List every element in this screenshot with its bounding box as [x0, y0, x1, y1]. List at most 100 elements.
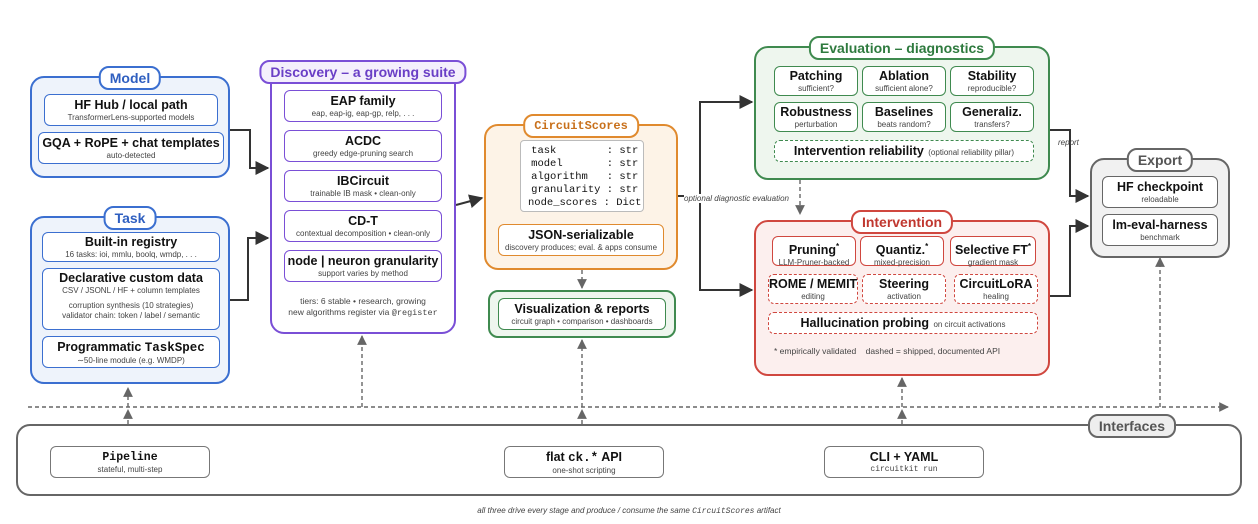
json-serializable-sub: discovery produces; eval. & apps consume — [504, 243, 658, 252]
quantization-box[interactable]: Quantiz.* mixed-precision — [860, 236, 944, 268]
task-title: Task — [103, 206, 157, 230]
intervention-reliability-sub: (optional reliability pillar) — [928, 148, 1015, 157]
cli-yaml-label: CLI + YAML — [869, 450, 939, 464]
pruning-sub: LLM-Pruner-backed — [778, 258, 850, 268]
robustness-box[interactable]: Robustness perturbation — [774, 102, 858, 132]
pipeline-label: Pipeline — [102, 451, 158, 464]
taskspec-label-code: TaskSpec — [144, 341, 205, 355]
circuitscores-title: CircuitScores — [523, 114, 639, 138]
granularity-sub: support varies by method — [318, 269, 408, 278]
custom-data-sub3: validator chain: token / label / semanti… — [62, 311, 200, 320]
stability-box[interactable]: Stability reproducible? — [950, 66, 1034, 96]
model-features-box[interactable]: GQA + RoPE + chat templates auto-detecte… — [38, 132, 224, 164]
taskspec-sub: ∼50-line module (e.g. WMDP) — [77, 356, 185, 365]
circuitlora-box[interactable]: CircuitLoRA healing — [954, 274, 1038, 304]
intervention-reliability-box[interactable]: Intervention reliability (optional relia… — [774, 140, 1034, 162]
cli-yaml-box[interactable]: CLI + YAML circuitkit run — [824, 446, 984, 478]
intervention-title: Intervention — [850, 210, 954, 234]
baselines-sub: beats random? — [877, 120, 931, 129]
footer-prefix: all three drive every stage and produce … — [477, 506, 693, 515]
patching-sub: sufficient? — [798, 84, 834, 93]
quantization-label: Quantiz.* — [861, 239, 943, 258]
selective-ft-sub: gradient mask — [967, 258, 1019, 268]
flat-api-suffix: API — [598, 450, 623, 464]
patching-label: Patching — [789, 69, 843, 83]
ablation-box[interactable]: Ablation sufficient alone? — [862, 66, 946, 96]
circuitscores-panel: CircuitScores task : str model : str alg… — [484, 114, 678, 270]
taskspec-box[interactable]: Programmatic TaskSpec ∼50-line module (e… — [42, 336, 220, 368]
arrow-evaluation-to-export — [1050, 129, 1090, 203]
optional-eval-label: optional diagnostic evaluation — [684, 194, 789, 203]
evaluation-panel: Evaluation – diagnostics Patching suffic… — [754, 36, 1050, 180]
circuitlora-sub: healing — [983, 292, 1009, 301]
cdt-sub: contextual decomposition • clean-only — [296, 229, 430, 238]
ibcircuit-sub: trainable IB mask • clean-only — [310, 189, 416, 198]
discovery-title: Discovery – a growing suite — [259, 60, 467, 84]
flat-api-label: flat ck.* API — [505, 450, 663, 466]
quantization-sub: mixed-precision — [873, 258, 931, 268]
arrow-intervention-to-export — [1050, 219, 1090, 297]
acdc-sub: greedy edge-pruning search — [312, 149, 414, 158]
generalization-box[interactable]: Generaliz. transfers? — [950, 102, 1034, 132]
lm-eval-harness-sub: benchmark — [1140, 233, 1180, 242]
visualization-panel[interactable]: Visualization & reports circuit graph • … — [488, 290, 676, 338]
lm-eval-harness-box[interactable]: lm-eval-harness benchmark — [1102, 214, 1218, 246]
steering-box[interactable]: Steering activation — [862, 274, 946, 304]
builtin-registry-box[interactable]: Built-in registry 16 tasks: ioi, mmlu, b… — [42, 232, 220, 262]
ablation-sub: sufficient alone? — [875, 84, 933, 93]
granularity-label: node | neuron granularity — [287, 254, 439, 268]
quantization-label-text: Quantiz. — [875, 243, 926, 258]
cdt-box[interactable]: CD-T contextual decomposition • clean-on… — [284, 210, 442, 242]
baselines-label: Baselines — [874, 105, 934, 119]
footer-suffix: artifact — [754, 506, 781, 515]
baselines-box[interactable]: Baselines beats random? — [862, 102, 946, 132]
flat-api-sub: one-shot scripting — [552, 466, 616, 475]
visualization-box[interactable]: Visualization & reports circuit graph • … — [498, 298, 666, 330]
eap-family-label: EAP family — [330, 94, 396, 108]
discovery-tiers-note: tiers: 6 stable • research, growing — [300, 296, 426, 306]
intervention-footnote: * empirically validated dashed = shipped… — [774, 346, 1001, 356]
pipeline-box[interactable]: Pipeline stateful, multi-step — [50, 446, 210, 478]
report-label: report — [1058, 138, 1079, 147]
visualization-label: Visualization & reports — [514, 302, 650, 316]
pruning-label: Pruning* — [773, 239, 855, 258]
arrow-scores-to-intervention — [699, 196, 754, 297]
ibcircuit-label: IBCircuit — [336, 174, 390, 188]
eap-family-box[interactable]: EAP family eap, eap-ig, eap-gp, relp, . … — [284, 90, 442, 122]
model-panel: Model HF Hub / local path TransformerLen… — [30, 66, 230, 178]
circuitscores-fields: task : str model : str algorithm : str g… — [528, 145, 642, 209]
selective-ft-star: * — [1027, 242, 1032, 251]
hallucination-probing-sub: on circuit activations — [933, 320, 1006, 329]
generalization-sub: transfers? — [974, 120, 1010, 129]
flat-api-prefix: flat — [545, 450, 569, 464]
ibcircuit-box[interactable]: IBCircuit trainable IB mask • clean-only — [284, 170, 442, 202]
pruning-box[interactable]: Pruning* LLM-Pruner-backed — [772, 236, 856, 268]
steering-label: Steering — [878, 277, 929, 291]
pipeline-sub: stateful, multi-step — [97, 465, 163, 474]
acdc-box[interactable]: ACDC greedy edge-pruning search — [284, 130, 442, 162]
hf-checkpoint-box[interactable]: HF checkpoint reloadable — [1102, 176, 1218, 208]
patching-box[interactable]: Patching sufficient? — [774, 66, 858, 96]
custom-data-box[interactable]: Declarative custom data CSV / JSONL / HF… — [42, 268, 220, 330]
stability-sub: reproducible? — [967, 84, 1017, 93]
acdc-label: ACDC — [344, 134, 382, 148]
eap-family-sub: eap, eap-ig, eap-gp, relp, . . . — [311, 109, 415, 118]
quantization-star: * — [925, 242, 929, 251]
pruning-star: * — [836, 242, 840, 251]
flat-api-box[interactable]: flat ck.* API one-shot scripting — [504, 446, 664, 478]
interfaces-panel: Interfaces Pipeline stateful, multi-step… — [16, 414, 1242, 496]
model-source-box[interactable]: HF Hub / local path TransformerLens-supp… — [44, 94, 218, 126]
export-title: Export — [1126, 148, 1194, 172]
cdt-label: CD-T — [348, 214, 378, 228]
hf-checkpoint-label: HF checkpoint — [1116, 180, 1204, 194]
selective-ft-label: Selective FT* — [951, 239, 1035, 258]
selective-ft-box[interactable]: Selective FT* gradient mask — [950, 236, 1036, 268]
granularity-box[interactable]: node | neuron granularity support varies… — [284, 250, 442, 282]
json-serializable-box[interactable]: JSON-serializable discovery produces; ev… — [498, 224, 664, 256]
arrow-task-to-discovery — [230, 231, 270, 301]
rome-memit-box[interactable]: ROME / MEMIT editing — [768, 274, 858, 304]
hallucination-probing-box[interactable]: Hallucination probing on circuit activat… — [768, 312, 1038, 334]
builtin-registry-label: Built-in registry — [84, 235, 178, 249]
builtin-registry-sub: 16 tasks: ioi, mmlu, boolq, wmdp, . . . — [65, 250, 197, 259]
circuitscores-fields-box: task : str model : str algorithm : str g… — [520, 140, 644, 212]
